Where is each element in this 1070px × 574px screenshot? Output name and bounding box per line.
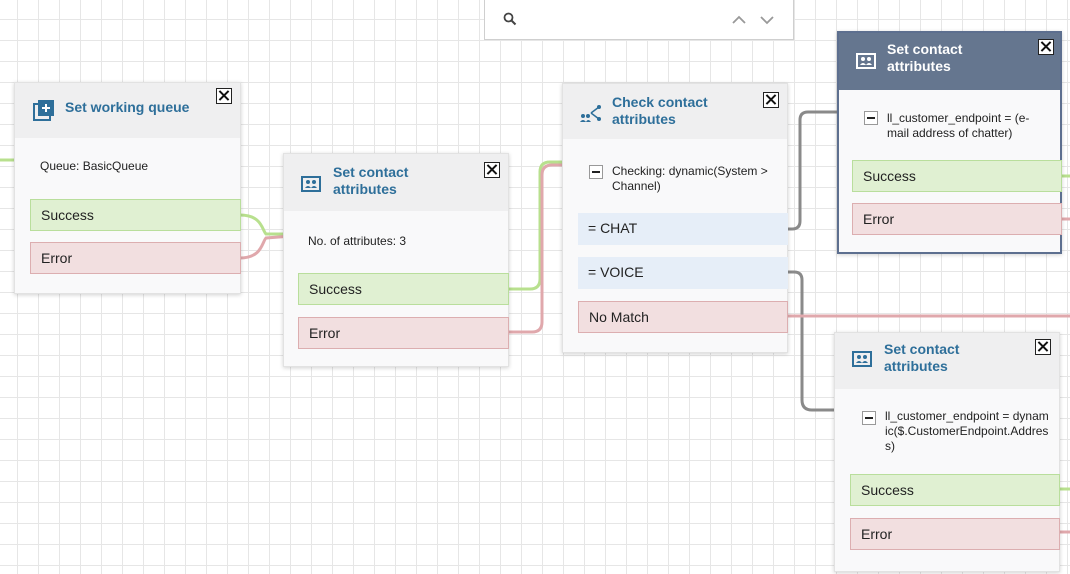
block-title: Set contact attributes — [884, 341, 960, 374]
branch-success[interactable]: Success — [852, 160, 1062, 192]
chevron-down-icon[interactable] — [759, 13, 775, 29]
block-set-working-queue[interactable]: Set working queue Queue: BasicQueue Succ… — [14, 82, 241, 294]
wire-setattr-success — [508, 160, 568, 291]
contact-attributes-icon — [856, 53, 876, 72]
wire-setattr-error — [508, 163, 568, 334]
add-queue-icon — [33, 99, 55, 124]
block-set-contact-attributes[interactable]: Set contact attributes No. of attributes… — [283, 153, 509, 367]
branch-voice[interactable]: = VOICE — [578, 257, 788, 289]
block-header[interactable] — [835, 333, 1059, 389]
collapse-icon[interactable] — [864, 111, 878, 125]
block-set-contact-attributes-chat[interactable]: Set contact attributes ll_customer_endpo… — [837, 31, 1062, 254]
branch-error[interactable]: Error — [852, 203, 1062, 235]
branch-chat[interactable]: = CHAT — [578, 213, 788, 245]
branch-error[interactable]: Error — [30, 242, 241, 274]
block-title: Set contact attributes — [887, 41, 963, 74]
close-icon[interactable] — [1035, 339, 1051, 355]
contact-attributes-icon — [852, 351, 872, 370]
block-title: Set contact attributes — [333, 164, 409, 197]
close-icon[interactable] — [484, 162, 500, 178]
block-set-contact-attributes-voice[interactable]: Set contact attributes ll_customer_endpo… — [834, 332, 1060, 572]
search-icon — [503, 12, 517, 29]
collapse-icon[interactable] — [589, 165, 603, 179]
collapse-icon[interactable] — [862, 411, 876, 425]
close-icon[interactable] — [1038, 39, 1054, 55]
search-input[interactable] — [525, 8, 709, 34]
block-title: Check contact attributes — [612, 94, 708, 127]
block-title: Set working queue — [65, 99, 190, 115]
wire-chat — [787, 110, 842, 231]
close-icon[interactable] — [763, 92, 779, 108]
block-header[interactable] — [563, 84, 787, 139]
block-header[interactable] — [284, 154, 508, 211]
block-info: No. of attributes: 3 — [308, 234, 407, 248]
block-check-contact-attributes[interactable]: Check contact attributes Checking: dynam… — [562, 83, 788, 353]
check-attributes-icon — [579, 104, 603, 127]
branch-success[interactable]: Success — [850, 474, 1060, 506]
block-info: Queue: BasicQueue — [40, 159, 149, 173]
block-info: ll_customer_endpoint = dynamic($.Custome… — [885, 409, 1049, 453]
branch-error[interactable]: Error — [850, 518, 1060, 550]
branch-no-match[interactable]: No Match — [578, 301, 788, 333]
contact-attributes-icon — [301, 176, 321, 195]
branch-error[interactable]: Error — [298, 317, 509, 349]
block-info: ll_customer_endpoint = (e-mail address o… — [887, 111, 1030, 140]
block-info: Checking: dynamic(System > Channel) — [612, 164, 768, 193]
chevron-up-icon[interactable] — [731, 13, 747, 29]
branch-success[interactable]: Success — [298, 273, 509, 305]
branch-success[interactable]: Success — [30, 199, 241, 231]
search-bar — [484, 0, 794, 40]
close-icon[interactable] — [216, 88, 232, 104]
wire-voice — [787, 270, 840, 412]
